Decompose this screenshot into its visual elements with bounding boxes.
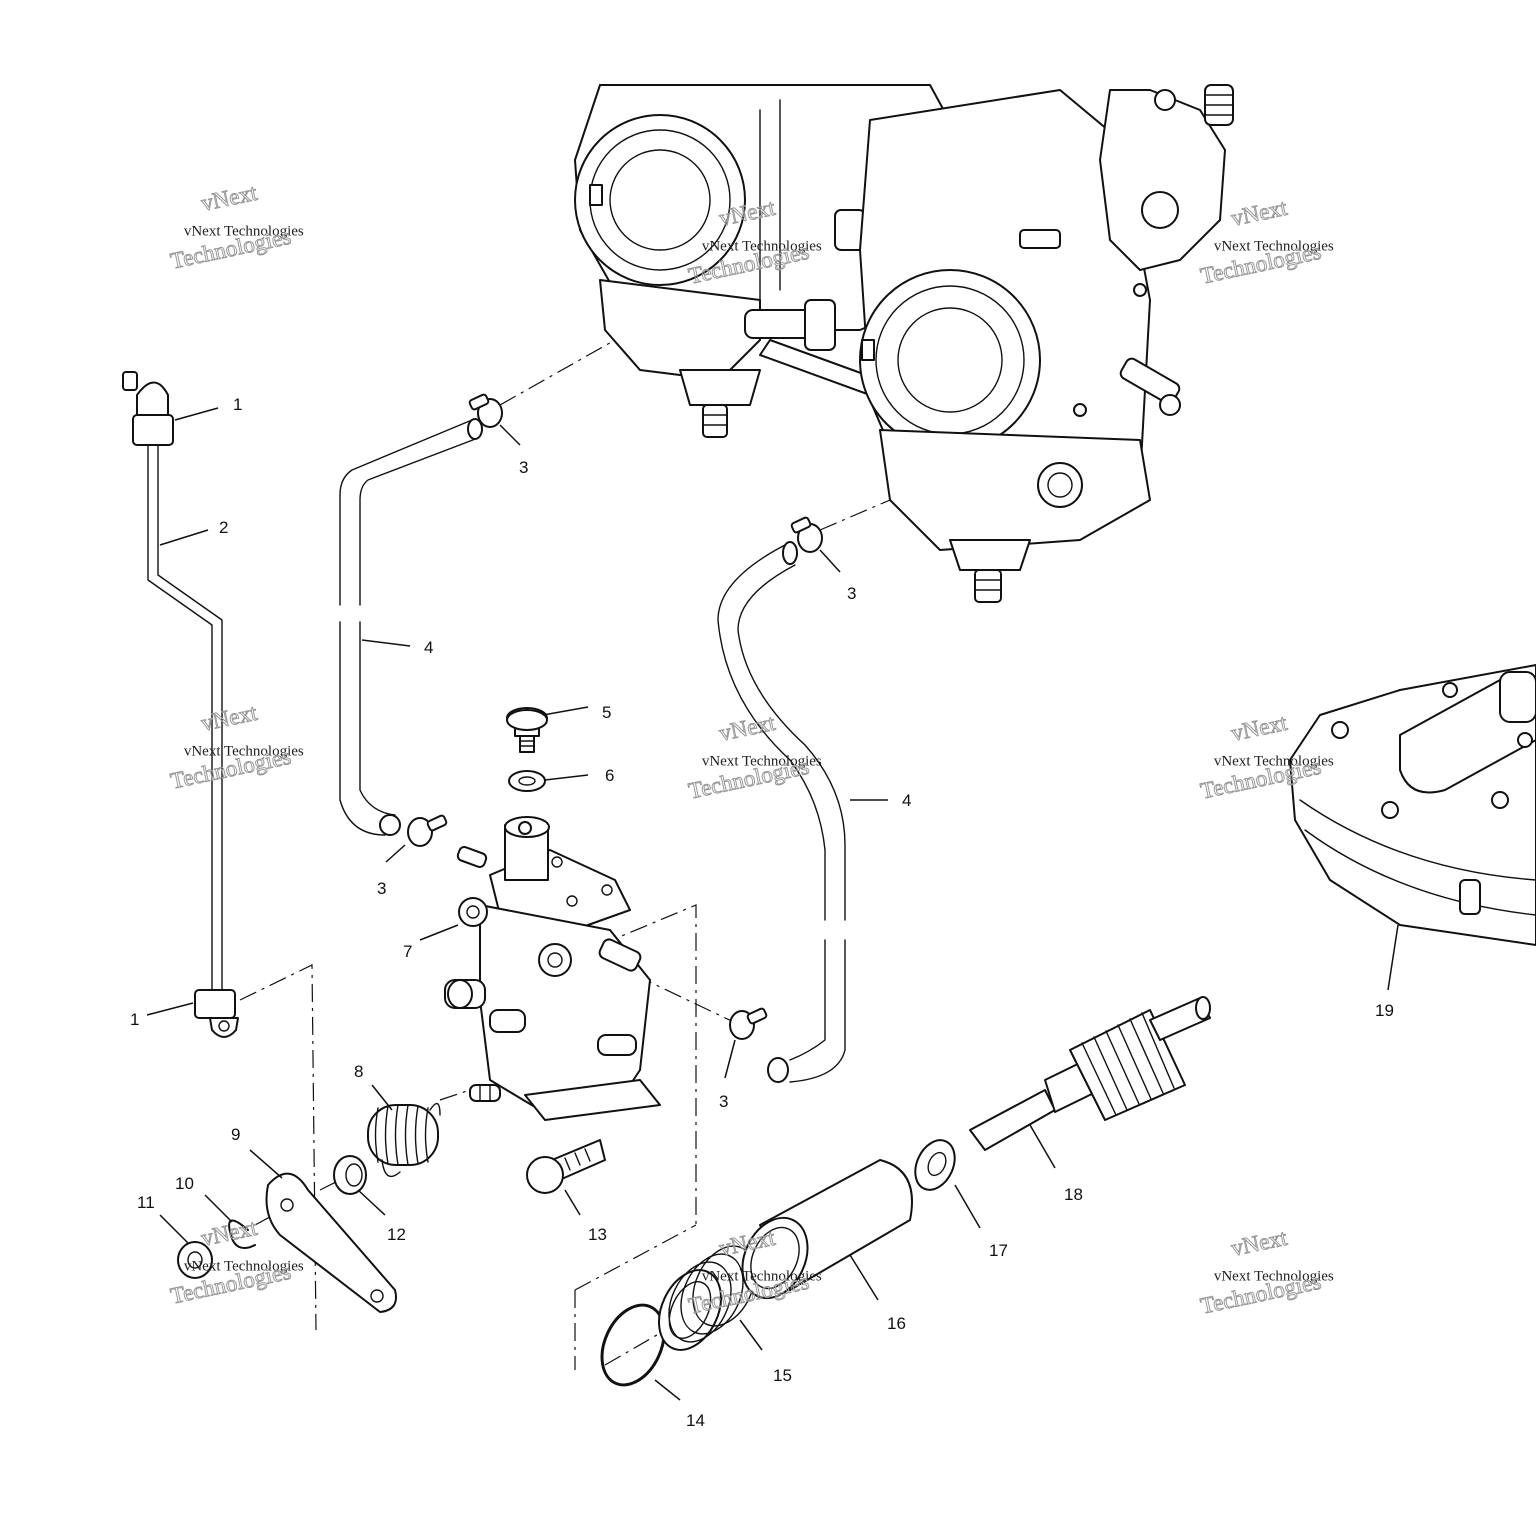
watermark-3-line2: vNext Technologies [1214, 239, 1334, 255]
watermark-4-line2: vNext Technologies [184, 744, 304, 760]
callout-4a: 4 [424, 638, 433, 657]
callout-10: 10 [175, 1174, 194, 1193]
carburetor-assembly [574, 84, 1234, 603]
bleed-screw-5 [506, 707, 548, 753]
watermark-5: vNext vNext Technologies Technologies [686, 709, 822, 804]
washer-12 [333, 1155, 367, 1195]
callout-3d: 3 [719, 1092, 728, 1111]
callout-15: 15 [773, 1366, 792, 1385]
callout-3a: 3 [519, 458, 528, 477]
drive-shaft-18 [969, 996, 1211, 1151]
callout-7: 7 [403, 942, 412, 961]
washer-17 [914, 1139, 956, 1191]
control-lever-9 [265, 1172, 397, 1313]
hose-right [717, 541, 846, 1083]
oil-tank-19 [1289, 664, 1536, 946]
watermark-5-line2: vNext Technologies [702, 754, 822, 770]
hose-clamp-3d [729, 1007, 768, 1040]
callout-19: 19 [1375, 1001, 1394, 1020]
oil-pump-7 [444, 816, 661, 1121]
callout-13: 13 [588, 1225, 607, 1244]
callout-18: 18 [1064, 1185, 1083, 1204]
hose-left [339, 418, 483, 836]
watermark-6-line1: vNext [1229, 710, 1290, 746]
watermark-8-line2: vNext Technologies [702, 1269, 822, 1285]
watermark-1-line2: vNext Technologies [184, 224, 304, 240]
watermark-6-line2: vNext Technologies [1214, 754, 1334, 770]
callout-4b: 4 [902, 791, 911, 810]
watermark-1-line1: vNext [199, 180, 260, 216]
callout-14: 14 [686, 1411, 705, 1430]
return-spring-8 [367, 1102, 441, 1178]
callout-8: 8 [354, 1062, 363, 1081]
watermark-1: vNext vNext Technologies Technologies [168, 179, 304, 274]
oil-line-assembly [122, 371, 239, 1038]
e-clip-10 [228, 1219, 256, 1249]
watermark-4: vNext vNext Technologies Technologies [168, 699, 304, 794]
callout-2: 2 [219, 518, 228, 537]
callout-5: 5 [602, 703, 611, 722]
sleeve-16 [741, 1159, 913, 1300]
watermark-9: vNext vNext Technologies Technologies [1198, 1224, 1334, 1319]
callout-11: 11 [137, 1193, 155, 1212]
watermark-7-line2: vNext Technologies [184, 1259, 304, 1275]
callout-16: 16 [887, 1314, 906, 1333]
leader-lines [146, 407, 1399, 1401]
callout-1a: 1 [233, 395, 242, 414]
callout-3c: 3 [377, 879, 386, 898]
watermark-9-line1: vNext [1229, 1225, 1290, 1261]
hose-clamp-3c [407, 814, 448, 847]
callout-labels: 1 2 1 3 3 3 3 4 4 5 6 7 8 9 10 11 12 13 … [130, 395, 1394, 1430]
watermark-2-line2: vNext Technologies [702, 239, 822, 255]
callout-6: 6 [605, 766, 614, 785]
hose-clamp-3a [468, 393, 503, 428]
nut-11 [177, 1241, 213, 1279]
watermark-5-line1: vNext [717, 710, 778, 746]
spring-15 [658, 1245, 756, 1351]
sealing-washer-6 [508, 770, 546, 792]
callout-9: 9 [231, 1125, 240, 1144]
hose-clamp-3b [790, 516, 823, 553]
callout-17: 17 [989, 1241, 1008, 1260]
callout-12: 12 [387, 1225, 406, 1244]
watermark-4-line1: vNext [199, 700, 260, 736]
watermark-9-line2: vNext Technologies [1214, 1269, 1334, 1285]
callout-1b: 1 [130, 1010, 139, 1029]
callout-3b: 3 [847, 584, 856, 603]
screw-13 [526, 1139, 606, 1194]
o-ring-14 [600, 1303, 666, 1387]
watermark-3-line1: vNext [1229, 195, 1290, 231]
